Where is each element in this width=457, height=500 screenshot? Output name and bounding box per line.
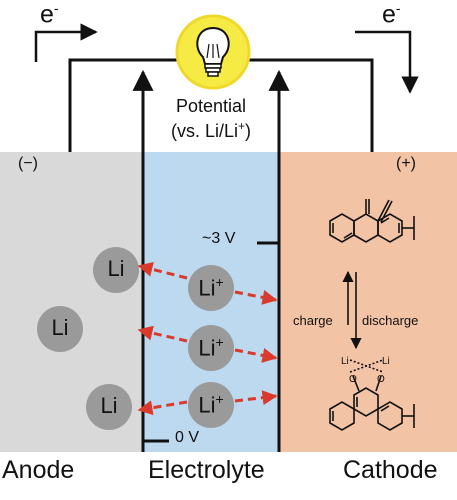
anode-li-label: Li (107, 256, 125, 281)
anode-li-atom (93, 247, 139, 293)
quinone-molecule-icon (329, 199, 415, 243)
discharge-label: discharge (362, 313, 419, 328)
ion-arrow (234, 348, 278, 363)
ion-arrow (137, 325, 188, 343)
electron-charge-sign: - (395, 0, 401, 16)
lightbulb-icon (175, 14, 251, 90)
li-ion-sup: + (238, 119, 246, 133)
charge-label: charge (293, 313, 333, 328)
cathode-region (279, 152, 457, 452)
ion-arrow (137, 400, 188, 416)
anode-li-label: Li (51, 315, 69, 340)
ion-migration-arrows (137, 261, 278, 416)
potential-title: Potential (vs. Li/Li+) (170, 96, 252, 141)
anode-li-label: Li (100, 393, 118, 418)
electron-flow-right-arrow (355, 30, 419, 94)
anode-li-atom (86, 384, 132, 430)
li-ion-label: Li+ (198, 391, 224, 418)
li-ion (188, 325, 234, 371)
sign-positive: (+) (396, 155, 416, 172)
molecule-li-left: Li (341, 356, 349, 367)
sign-negative: (−) (18, 155, 38, 172)
li-ion (188, 382, 234, 428)
ion-arrow (234, 390, 278, 406)
electron-right-label: e- (382, 0, 401, 29)
electron-flow-left-arrow (34, 23, 98, 62)
li-ion (188, 265, 234, 311)
li-ion-label: Li+ (198, 334, 224, 361)
electrolyte-label: Electrolyte (148, 456, 265, 484)
electron-left-label: e- (40, 0, 59, 29)
molecule-o-left: O (349, 374, 357, 385)
molecule-li-right: Li (382, 356, 390, 367)
ion-arrow (137, 261, 188, 280)
cathode-label: Cathode (343, 456, 438, 484)
electron-charge-sign: - (53, 0, 59, 16)
lithiated-molecule-icon (329, 359, 415, 431)
level-high-label: ~3 V (202, 230, 236, 247)
molecule-o-right: O (377, 374, 385, 385)
level-low-label: 0 V (175, 429, 200, 446)
anode-label: Anode (2, 456, 75, 484)
anode-li-atom (37, 306, 83, 352)
li-ion-label: Li+ (198, 274, 224, 301)
ion-arrow (234, 290, 278, 305)
